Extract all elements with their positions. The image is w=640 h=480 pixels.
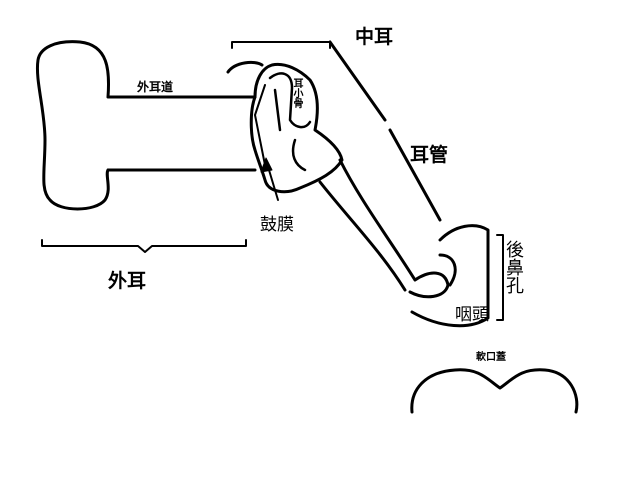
eustachian-tube [318,158,450,299]
outer-ear-shape [35,40,257,211]
label-outer-ear: 外耳 [108,270,147,292]
soft-palate [410,368,579,414]
label-ossicles: 耳小骨 [291,78,302,108]
tube-bracket [328,40,442,222]
middle-ear-brace [231,41,331,49]
choana-bracket [496,234,504,321]
pharynx [410,224,490,328]
label-eustachian-tube: 耳管 [410,144,449,166]
label-soft-palate: 軟口蓋 [476,352,506,363]
label-pharynx: 咽頭 [455,305,489,325]
label-middle-ear: 中耳 [355,26,394,48]
label-eardrum: 鼓膜 [260,215,294,235]
label-ear-canal: 外耳道 [137,80,174,94]
eardrum-arrowhead [260,157,273,173]
eardrum [254,84,266,166]
outer-ear-brace [41,239,247,253]
label-choana: 後鼻孔 [503,240,524,294]
ossicles [268,72,312,172]
middle-ear-cavity [226,60,344,194]
